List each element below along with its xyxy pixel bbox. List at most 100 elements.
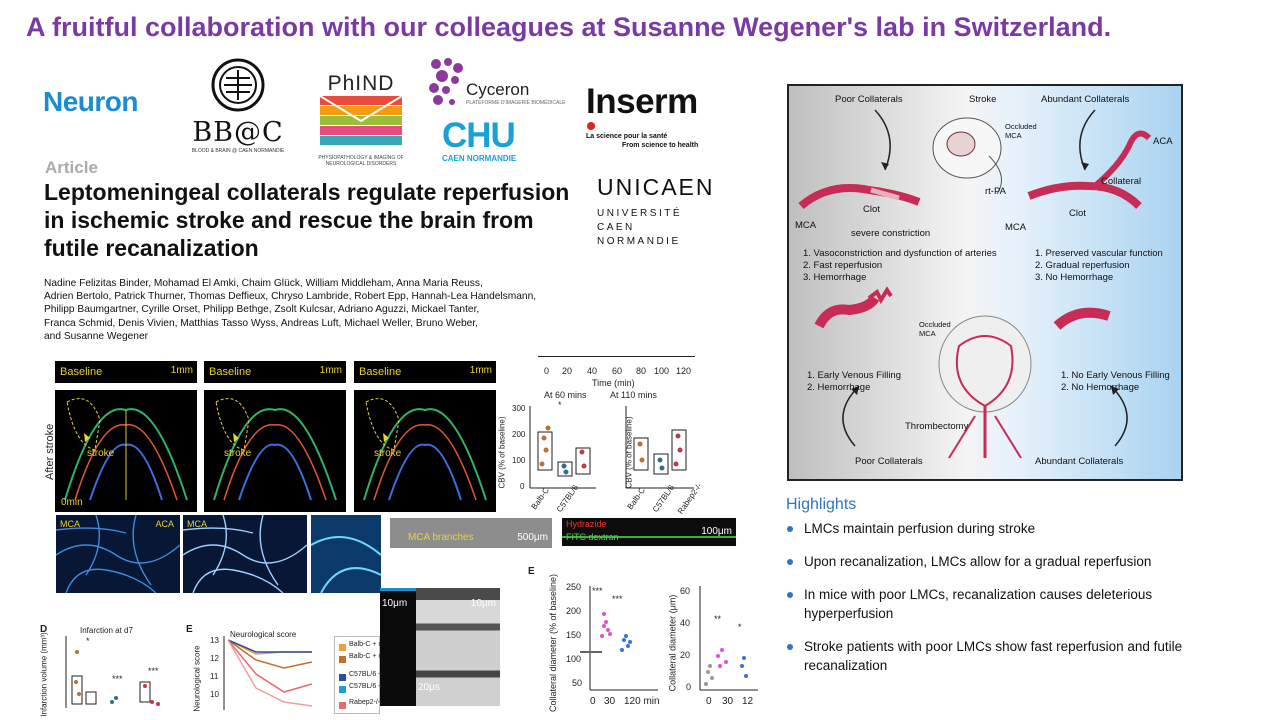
time-label: 0min <box>61 497 83 508</box>
bbc-brain-icon <box>211 58 265 112</box>
cbv-tick: 200 <box>512 430 526 439</box>
collateral-diameter-charts: E Collateral diameter (% of baseline) Co… <box>528 566 758 714</box>
legend-item: C57BL/6 + <box>349 683 383 690</box>
legend-item: Rabep2-/- <box>349 699 381 706</box>
highlight-item: LMCs maintain perfusion during stroke <box>787 519 1187 538</box>
abundant-patient-item: 1. No Early Venous Filling <box>1061 370 1170 381</box>
stroke-image-2: stroke <box>204 390 346 512</box>
vessel-map-graphic <box>64 398 188 501</box>
collateral-x-tick: 30 <box>722 696 734 707</box>
vessel-map-graphic <box>363 398 487 501</box>
collateral-label: Collateral <box>1101 176 1142 187</box>
cbv-tick: 300 <box>512 404 526 413</box>
time-tick: 0 <box>544 366 550 376</box>
authors-line: Nadine Felizitas Binder, Mohamad El Amki… <box>44 278 483 289</box>
neuro-tick: 12 <box>210 654 219 663</box>
infarction-axis-label: Infarction volume (mm³) <box>39 632 49 717</box>
abundant-outcome-item: 2. Gradual reperfusion <box>1035 260 1130 271</box>
vessel-image-2: MCA <box>183 515 307 593</box>
abundant-outcome-item: 1. Preserved vascular function <box>1035 248 1163 259</box>
inserm-name: Inserm <box>586 82 698 121</box>
stroke-label: stroke <box>87 448 115 459</box>
legend-item: Balb-C + r <box>349 641 381 648</box>
poor-collaterals-bottom: Poor Collaterals <box>855 456 923 467</box>
poor-outcome-item: 3. Hemorrhage <box>803 272 867 283</box>
slide-title: A fruitful collaboration with our collea… <box>26 12 1112 42</box>
panel-letter: D <box>40 624 48 635</box>
scale-label: 1mm <box>170 365 193 376</box>
phind-name: PhIND <box>327 72 395 95</box>
mca-label: MCA <box>60 519 80 529</box>
vessel-line <box>562 536 736 538</box>
neurological-score-chart: E Neurological score Neurological score … <box>186 622 382 714</box>
cbv-charts: At 60 mins At 110 mins CBV (% of baselin… <box>498 390 704 516</box>
collateral-x-tick: 0 <box>590 696 596 707</box>
clot-label: Clot <box>1069 208 1086 219</box>
time-tick: 80 <box>636 366 647 376</box>
neuro-tick: 10 <box>210 690 219 699</box>
vessel-map-graphic <box>213 398 337 501</box>
legend-item: C57BL/6 + <box>349 671 383 678</box>
unicaen-name: UNICAEN <box>597 174 715 200</box>
highlights-title: Highlights <box>786 496 857 513</box>
significance-mark: *** <box>148 666 159 676</box>
chu-subtitle: CAEN NORMANDIE <box>442 154 517 163</box>
fitc-label: FITC dextran <box>566 532 619 542</box>
aca-label: ACA <box>155 519 174 529</box>
highlight-item: Stroke patients with poor LMCs show fast… <box>787 637 1187 675</box>
stroke-schematic-graphic <box>798 109 1152 459</box>
time-axis: 0 20 40 60 80 100 120 Time (min) <box>530 356 695 390</box>
baseline-label: Baseline <box>60 366 103 378</box>
significance-mark: *** <box>592 586 603 596</box>
collateral-axis-label: Collateral diameter (% of baseline) <box>548 573 559 713</box>
collateral-x-tick: 12 <box>742 696 754 707</box>
paper-title: Leptomeningeal collaterals regulate repe… <box>44 179 570 261</box>
mca-label: MCA <box>795 220 817 231</box>
significance-mark: * <box>86 636 90 646</box>
aca-label: ACA <box>1153 136 1173 147</box>
occluded-mca-label: Occluded MCA <box>919 320 951 338</box>
abundant-collaterals-label: Abundant Collaterals <box>1041 94 1130 105</box>
time-axis-label: Time (min) <box>592 378 635 388</box>
cyceron-name: Cyceron <box>466 80 530 99</box>
legend-swatch <box>339 674 346 681</box>
poor-outcome-item: 1. Vasoconstriction and dysfunction of a… <box>803 248 997 259</box>
cbv-title-60: At 60 mins <box>544 390 587 400</box>
collateral-tick: 20 <box>680 650 691 660</box>
abundant-patient-item: 2. No Hemorrhage <box>1061 382 1140 393</box>
baseline-image-1: Baseline 1mm <box>55 361 197 383</box>
cbv-axis-label: CBV (% of baseline) <box>624 416 634 489</box>
stroke-label: stroke <box>224 448 252 459</box>
collateral-tick: 250 <box>566 582 582 592</box>
hydrazide-image: Hydrazide FITC dextran 100μm <box>562 518 736 546</box>
authors-line: Philipp Baumgartner, Cyrille Orset, Phil… <box>44 304 480 316</box>
inserm-tagline-fr: La science pour la santé <box>586 133 668 140</box>
neuron-logo: Neuron <box>43 86 139 117</box>
infarction-title: Infarction at d7 <box>80 626 133 635</box>
vessel-network-graphic <box>311 536 381 593</box>
abundant-outcome-item: 3. No Hemorrhage <box>1035 272 1114 283</box>
cbv-axis-label: CBV (% of baseline) <box>497 416 507 489</box>
vessel-network-graphic <box>183 515 307 593</box>
poor-collaterals-label: Poor Collaterals <box>835 94 903 105</box>
chu-name: CHU <box>442 116 516 155</box>
mca-branches-label: MCA branches <box>408 532 474 543</box>
collateral-x-tick: 0 <box>706 696 712 707</box>
cbv-tick: 0 <box>520 482 525 491</box>
stroke-image-1: stroke 0min <box>55 390 197 512</box>
collateral-x-tick: 30 <box>604 696 616 707</box>
significance-mark: * <box>558 400 562 410</box>
scale-label: 1mm <box>319 365 342 376</box>
time-tick: 60 <box>612 366 623 376</box>
linescan-dark: 10μm <box>380 588 416 706</box>
legend-item: Balb-C + r <box>349 653 381 660</box>
scale-label: 10μm <box>470 598 496 609</box>
infarction-boxplots <box>65 636 160 708</box>
highlight-item: Upon recanalization, LMCs allow for a gr… <box>787 552 1187 571</box>
cbv-title-110: At 110 mins <box>610 390 657 400</box>
occluded-mca-label: Occluded MCA <box>1005 122 1037 140</box>
collateral-tick: 50 <box>572 678 583 688</box>
legend-swatch <box>339 644 346 651</box>
hydrazide-label: Hydrazide <box>566 519 607 529</box>
time-scale-label: 20μs <box>418 682 440 693</box>
